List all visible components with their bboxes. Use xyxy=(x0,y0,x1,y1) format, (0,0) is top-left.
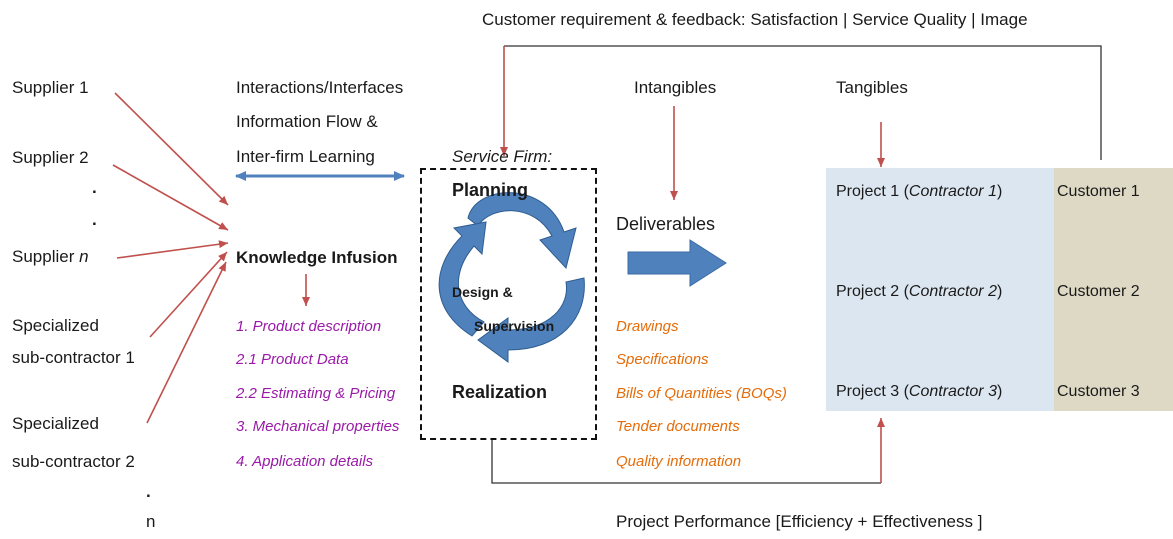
supplier-n-label: Supplier n xyxy=(12,247,89,267)
specialized-2-line2: sub-contractor 2 xyxy=(12,452,135,471)
project-3-contractor: Contractor 3 xyxy=(908,383,997,400)
dot-3: . xyxy=(146,482,151,501)
feedback-loop-line xyxy=(504,45,1102,160)
arrow-supplier-2 xyxy=(112,164,229,231)
interactions-line3: Inter-firm Learning xyxy=(236,147,375,166)
deliverable-item-3: Bills of Quantities (BOQs) xyxy=(616,385,787,402)
arrow-specialized-2 xyxy=(146,261,227,424)
knowledge-item-5: 4. Application details xyxy=(236,453,374,470)
knowledge-item-4: 3. Mechanical properties xyxy=(236,418,400,435)
design-label-line1: Design & xyxy=(452,284,513,300)
knowledge-infusion-title: Knowledge Infusion xyxy=(236,248,398,267)
deliverables-label: Deliverables xyxy=(616,214,716,234)
planning-label: Planning xyxy=(452,180,528,200)
deliverable-item-1: Drawings xyxy=(616,318,679,335)
tangibles-label: Tangibles xyxy=(836,78,908,97)
service-firm-label: Service Firm: xyxy=(452,147,553,166)
cycle-arrow-left xyxy=(438,221,487,337)
service-firm-box xyxy=(420,168,597,440)
cycle-arrow-top xyxy=(467,192,577,270)
realization-label: Realization xyxy=(452,382,548,402)
customer-2-label: Customer 2 xyxy=(1057,283,1140,300)
knowledge-item-3: 2.2 Estimating & Pricing xyxy=(236,385,396,402)
project-1-suffix: ) xyxy=(996,183,1003,200)
n-end-label: n xyxy=(146,512,156,531)
deliverables-fat-arrow xyxy=(627,239,727,287)
project-2-contractor: Contractor 2 xyxy=(908,283,997,300)
project-3-prefix: Project 3 ( xyxy=(836,383,909,400)
specialized-1-line1: Specialized xyxy=(12,316,99,335)
project-2-prefix: Project 2 ( xyxy=(836,283,909,300)
performance-loop-line xyxy=(491,440,881,484)
project-2-label: Project 2 (Contractor 2) xyxy=(836,282,1002,302)
interactions-line2: Information Flow & xyxy=(236,112,378,131)
deliverable-item-2: Specifications xyxy=(616,351,709,368)
cycle-arrow-right xyxy=(477,277,585,363)
supplier-2-label: Supplier 2 xyxy=(12,148,89,167)
specialized-1-line2: sub-contractor 1 xyxy=(12,348,135,367)
supplier-n-prefix: Supplier xyxy=(12,247,80,266)
deliverable-item-4: Tender documents xyxy=(616,418,740,435)
intangibles-label: Intangibles xyxy=(634,78,717,97)
deliverable-item-5: Quality information xyxy=(616,453,742,470)
arrow-supplier-n xyxy=(116,240,229,259)
supplier-n-variable: n xyxy=(79,247,89,266)
customer-1-label: Customer 1 xyxy=(1057,183,1140,200)
cycle-arrows xyxy=(438,192,585,363)
supplier-1-label: Supplier 1 xyxy=(12,78,89,97)
feedback-label: Customer requirement & feedback: Satisfa… xyxy=(482,10,1028,29)
knowledge-item-1: 1. Product description xyxy=(236,318,382,335)
dot-2: . xyxy=(92,210,97,229)
customer-3-label: Customer 3 xyxy=(1057,383,1140,400)
performance-label: Project Performance [Efficiency + Effect… xyxy=(616,512,983,531)
specialized-2-line1: Specialized xyxy=(12,414,99,433)
knowledge-item-2: 2.1 Product Data xyxy=(236,351,349,368)
project-3-suffix: ) xyxy=(996,383,1003,400)
interactions-line1: Interactions/Interfaces xyxy=(236,78,404,97)
project-3-label: Project 3 (Contractor 3) xyxy=(836,382,1002,402)
project-1-prefix: Project 1 ( xyxy=(836,183,909,200)
arrow-supplier-1 xyxy=(114,92,229,206)
project-2-suffix: ) xyxy=(996,283,1003,300)
arrow-specialized-1 xyxy=(149,251,228,338)
project-1-contractor: Contractor 1 xyxy=(908,183,997,200)
project-1-label: Project 1 (Contractor 1) xyxy=(836,182,1002,202)
dot-1: . xyxy=(92,178,97,197)
customers-panel xyxy=(1054,168,1173,411)
design-label-line2: Supervision xyxy=(474,318,555,334)
projects-panel xyxy=(826,168,1054,411)
